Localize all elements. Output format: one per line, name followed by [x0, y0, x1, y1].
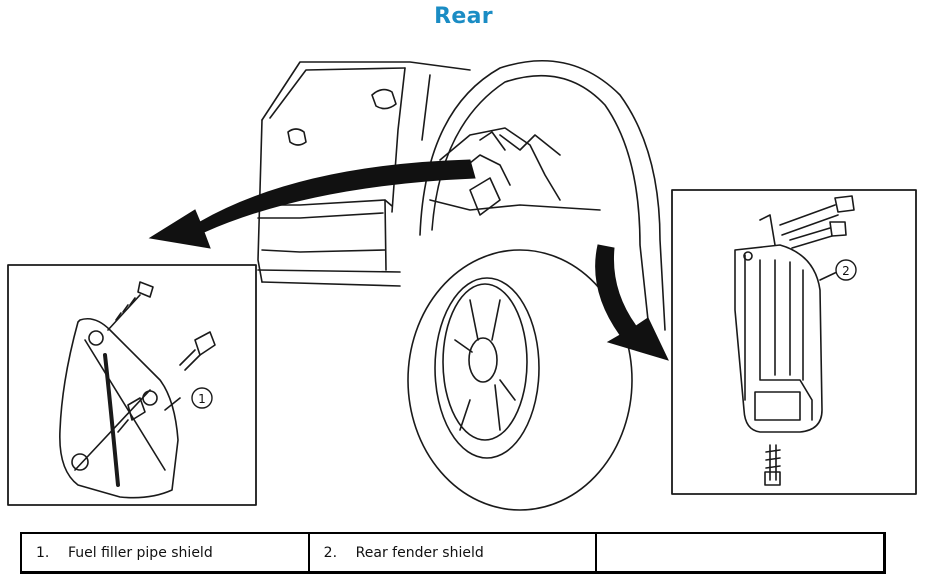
callout-1-label: 1 [198, 392, 206, 406]
legend-cell-1: 1. Fuel filler pipe shield [22, 534, 310, 571]
legend-cell-3 [597, 534, 883, 571]
fuel-filler-pipe-shield-part [59, 281, 216, 499]
legend-number: 1. [36, 544, 50, 561]
callout-1: 1 [191, 387, 213, 409]
rear-tire [407, 249, 633, 511]
legend-number: 2. [323, 544, 338, 561]
legend-cell-2: 2. Rear fender shield [310, 534, 598, 571]
wheel-well-liner [429, 127, 601, 216]
diagram-title: Rear [434, 4, 493, 29]
vehicle-body-outline [257, 61, 471, 287]
legend-text: Rear fender shield [355, 544, 484, 561]
callout-2-label: 2 [842, 264, 850, 278]
callout-2: 2 [835, 259, 857, 281]
detail-box-fuel-filler-shield [7, 264, 257, 506]
detail-box-rear-fender-shield [671, 189, 917, 495]
legend-text: Fuel filler pipe shield [68, 544, 213, 561]
arrow-to-rear-fender-shield [595, 244, 669, 361]
rear-fender-shield-part [734, 195, 855, 486]
parts-legend-table: 1. Fuel filler pipe shield 2. Rear fende… [20, 532, 886, 574]
arrow-to-fuel-filler-shield [148, 159, 476, 249]
rear-fender [419, 59, 666, 331]
